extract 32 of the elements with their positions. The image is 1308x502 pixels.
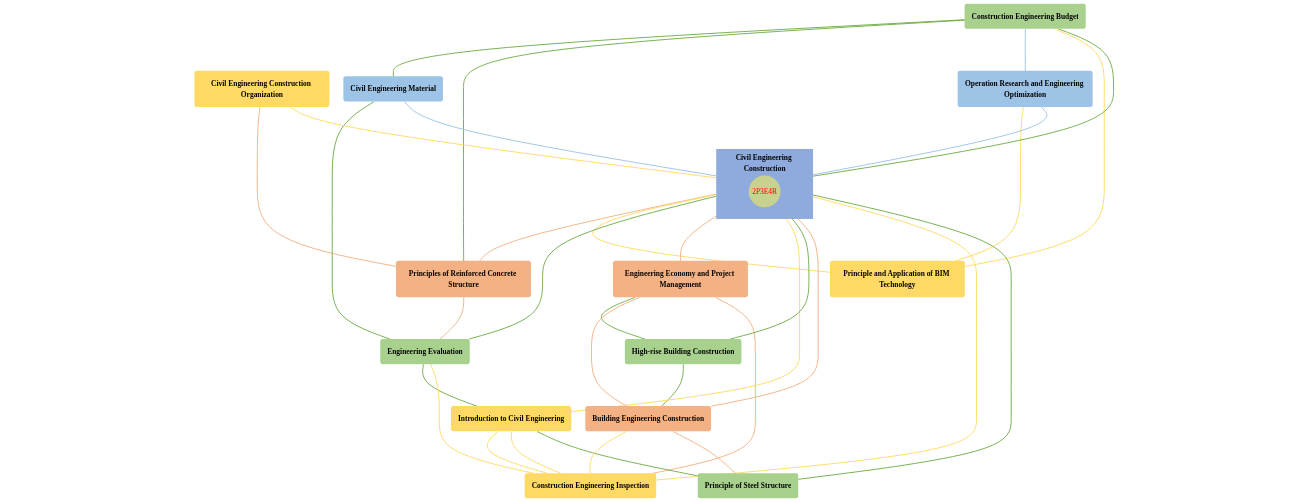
connector bbox=[331, 101, 391, 340]
connector bbox=[655, 196, 977, 481]
connector bbox=[430, 363, 535, 474]
connector bbox=[289, 106, 717, 179]
connector bbox=[729, 218, 810, 340]
connector bbox=[672, 431, 736, 474]
connector bbox=[812, 106, 1048, 176]
connector bbox=[661, 363, 684, 407]
connector bbox=[510, 431, 562, 474]
connector bbox=[256, 106, 397, 267]
connector bbox=[392, 19, 966, 78]
connector bbox=[652, 296, 756, 474]
connector bbox=[1024, 28, 1026, 72]
connector bbox=[422, 363, 478, 407]
connector bbox=[812, 28, 1115, 177]
connector bbox=[591, 296, 640, 407]
connector bbox=[797, 194, 1012, 480]
connector bbox=[439, 296, 465, 340]
connector bbox=[589, 431, 627, 474]
connector bbox=[536, 431, 699, 477]
connector bbox=[592, 194, 831, 273]
connector bbox=[479, 193, 717, 262]
connector bbox=[964, 28, 1105, 267]
connector bbox=[468, 195, 717, 340]
connector bbox=[403, 101, 717, 177]
connector bbox=[601, 296, 646, 340]
connector bbox=[679, 215, 717, 262]
connector bbox=[486, 431, 548, 474]
connector bbox=[954, 106, 1024, 262]
connector bbox=[710, 218, 819, 407]
connector bbox=[570, 218, 801, 413]
connector bbox=[463, 19, 966, 262]
